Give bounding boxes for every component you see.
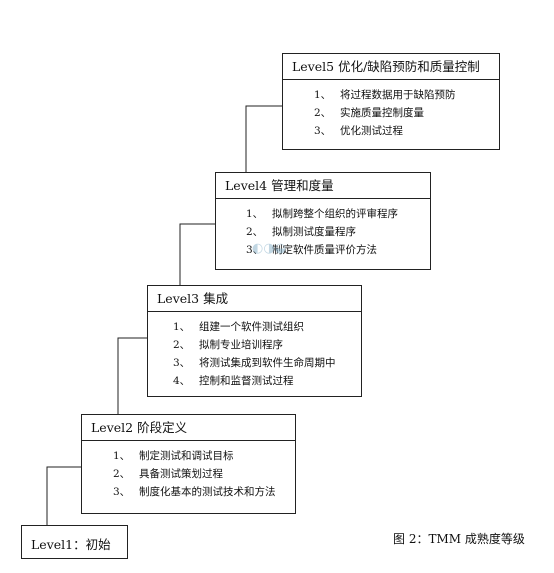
level1-title: Level1：初始 [31, 537, 111, 552]
level4-item: 1、拟制跨整个组织的评审程序 [246, 208, 398, 220]
figure-caption: 图 2：TMM 成熟度等级 [393, 532, 525, 546]
level4-title: Level4 管理和度量 [216, 173, 430, 199]
level2-item: 1、制定测试和调试目标 [113, 450, 234, 462]
watermark-logo: ◐◑◒ [252, 241, 287, 256]
level3-item: 3、将测试集成到软件生命周期中 [173, 357, 336, 369]
level5-box: Level5 优化/缺陷预防和质量控制 1、将过程数据用于缺陷预防 2、实施质量… [282, 53, 500, 150]
level5-item: 1、将过程数据用于缺陷预防 [314, 89, 456, 101]
level2-title: Level2 阶段定义 [82, 415, 295, 441]
connector-level4-level5 [245, 105, 282, 172]
level3-item: 2、拟制专业培训程序 [173, 339, 283, 351]
level4-item: 2、拟制测试度量程序 [246, 226, 356, 238]
level4-item: 3、制定软件质量评价方法 [246, 244, 377, 256]
level5-title: Level5 优化/缺陷预防和质量控制 [283, 54, 499, 80]
level1-box: Level1：初始 [21, 525, 128, 559]
level3-box: Level3 集成 1、组建一个软件测试组织 2、拟制专业培训程序 3、将测试集… [147, 285, 362, 397]
level2-item: 3、制度化基本的测试技术和方法 [113, 486, 276, 498]
level3-title: Level3 集成 [148, 286, 361, 312]
connector-level2-level3 [117, 337, 147, 414]
level5-item: 2、实施质量控制度量 [314, 107, 424, 119]
level2-item: 2、具备测试策划过程 [113, 468, 223, 480]
level2-box: Level2 阶段定义 1、制定测试和调试目标 2、具备测试策划过程 3、制度化… [81, 414, 296, 514]
level3-item: 1、组建一个软件测试组织 [173, 321, 304, 333]
level4-box: Level4 管理和度量 1、拟制跨整个组织的评审程序 2、拟制测试度量程序 3… [215, 172, 431, 270]
connector-level3-level4 [179, 223, 215, 285]
level3-item: 4、控制和监督测试过程 [173, 375, 294, 387]
level5-item: 3、优化测试过程 [314, 125, 403, 137]
connector-level1-level2 [46, 466, 81, 525]
